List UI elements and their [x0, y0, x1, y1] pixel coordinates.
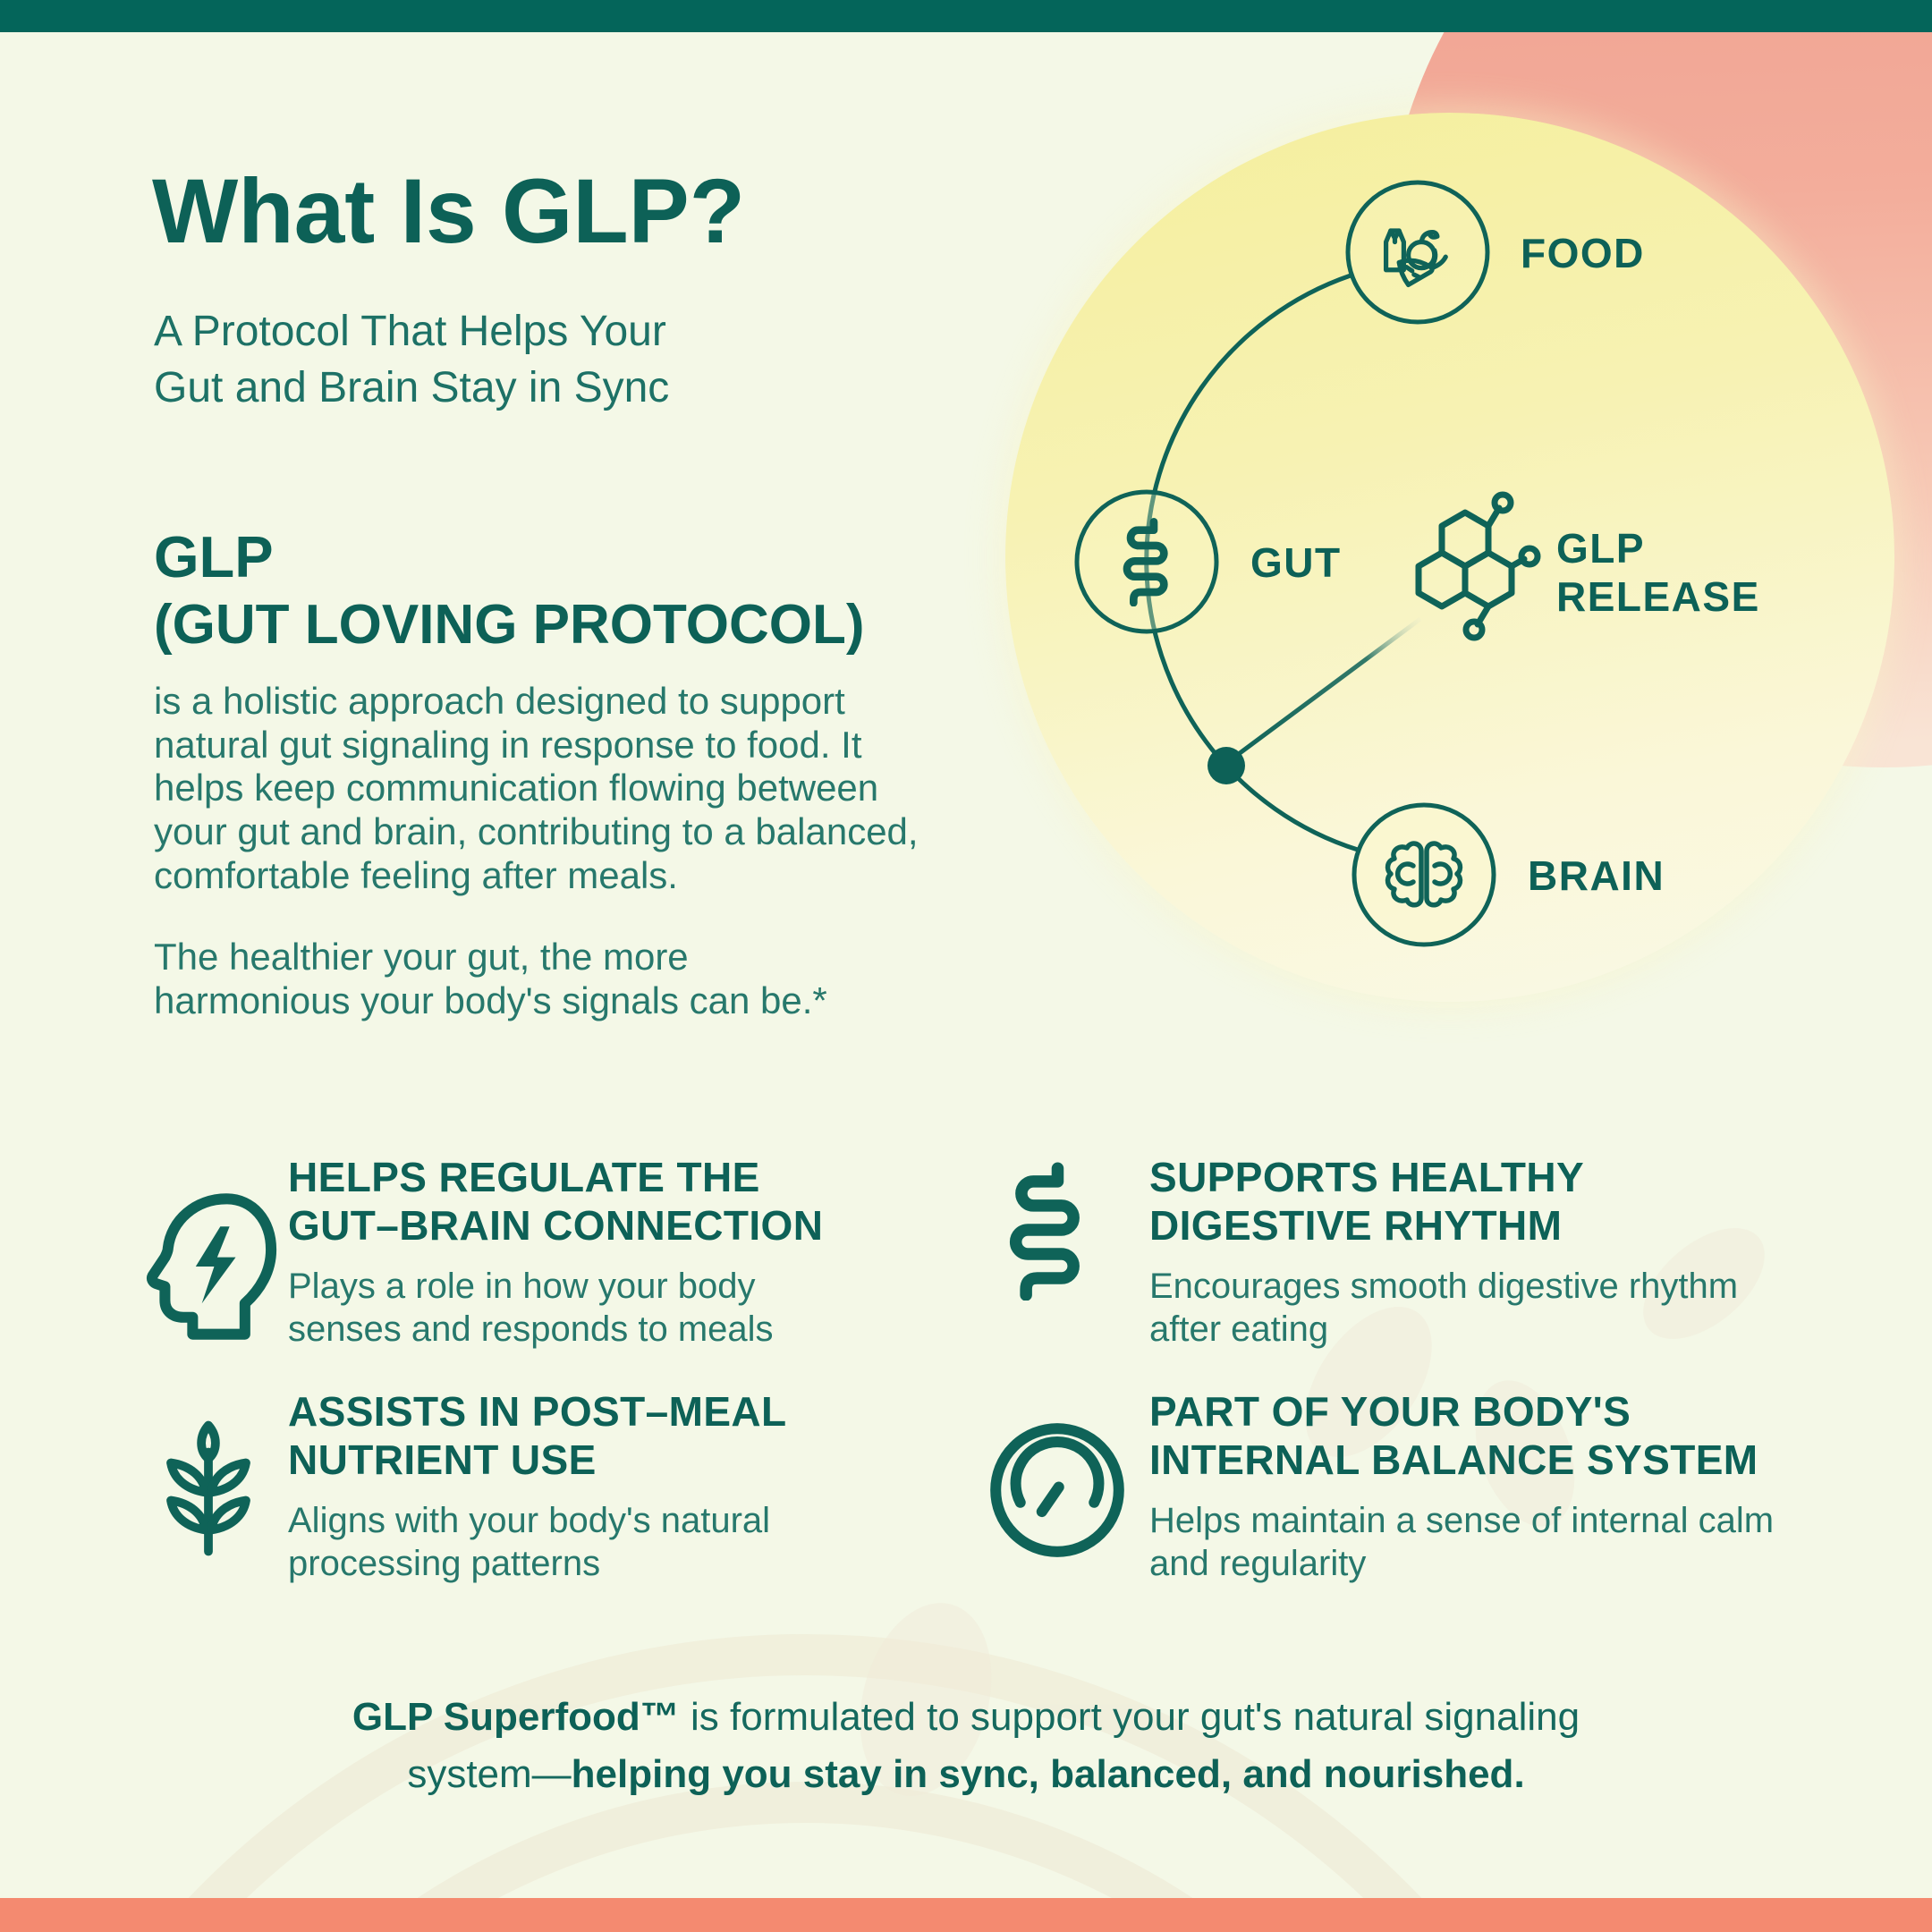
feature-post-meal-nutrient-use: ASSISTS IN POST–MEAL NUTRIENT USE Aligns…: [288, 1388, 878, 1585]
feature-internal-balance: PART OF YOUR BODY'S INTERNAL BALANCE SYS…: [1149, 1388, 1802, 1585]
molecule-icon: [1415, 491, 1541, 641]
brain-node-circle: [1352, 802, 1496, 947]
wheat-icon: [166, 1420, 250, 1556]
brain-node-label: BRAIN: [1528, 852, 1665, 899]
glp-paragraph-1: is a holistic approach designed to suppo…: [154, 680, 919, 896]
food-node-circle: [1345, 180, 1490, 325]
flow-arc: [1144, 273, 1359, 852]
feature-description: Plays a role in how your body senses and…: [288, 1266, 774, 1349]
feature-description: Aligns with your body's natural processi…: [288, 1500, 771, 1583]
brain-icon: [1385, 841, 1463, 908]
footer-brand-name: GLP Superfood™: [352, 1695, 680, 1739]
glp-subheading: (GUT LOVING PROTOCOL): [154, 594, 865, 656]
glp-release-branch-line: [1231, 616, 1422, 761]
feature-gut-brain-connection: HELPS REGULATE THE GUT–BRAIN CONNECTION …: [288, 1154, 878, 1351]
footer-statement: GLP Superfood™ is formulated to support …: [0, 1689, 1932, 1803]
page-title: What Is GLP?: [152, 160, 745, 262]
page-subtitle: A Protocol That Helps Your Gut and Brain…: [154, 304, 669, 417]
head-lightning-icon: [146, 1193, 277, 1340]
intestine-icon: [1009, 1162, 1080, 1301]
gauge-icon: [990, 1423, 1124, 1557]
feature-title: PART OF YOUR BODY'S INTERNAL BALANCE SYS…: [1149, 1388, 1758, 1483]
footer-line-1-text: is formulated to support your gut's natu…: [679, 1695, 1580, 1739]
subtitle-line-1: A Protocol That Helps Your: [154, 308, 666, 355]
feature-title: SUPPORTS HEALTHY DIGESTIVE RHYTHM: [1149, 1154, 1584, 1249]
footer-line-2-emphasis: helping you stay in sync, balanced, and …: [571, 1751, 1525, 1796]
feature-title: HELPS REGULATE THE GUT–BRAIN CONNECTION: [288, 1154, 824, 1249]
intestine-icon: [1123, 518, 1168, 606]
footer-line-2: system—helping you stay in sync, balance…: [0, 1746, 1932, 1803]
footer-line-1: GLP Superfood™ is formulated to support …: [0, 1689, 1932, 1746]
feature-description: Helps maintain a sense of internal calm …: [1149, 1500, 1775, 1583]
footer-line-2-text: system—: [407, 1751, 572, 1796]
subtitle-line-2: Gut and Brain Stay in Sync: [154, 363, 670, 411]
top-accent-bar: [0, 0, 1932, 32]
bottom-accent-bar: [0, 1898, 1932, 1932]
glp-release-node-label: GLP RELEASE: [1556, 525, 1760, 621]
feature-digestive-rhythm: SUPPORTS HEALTHY DIGESTIVE RHYTHM Encour…: [1149, 1154, 1758, 1351]
food-node-label: FOOD: [1521, 230, 1645, 276]
food-icon: [1383, 228, 1448, 288]
feature-title: ASSISTS IN POST–MEAL NUTRIENT USE: [288, 1388, 786, 1483]
feature-description: Encourages smooth digestive rhythm after…: [1149, 1266, 1739, 1349]
junction-dot: [1208, 747, 1245, 784]
glp-heading: GLP: [154, 524, 274, 589]
glp-paragraph-2: The healthier your gut, the more harmoni…: [154, 936, 827, 1021]
gut-node-label: GUT: [1250, 539, 1342, 586]
